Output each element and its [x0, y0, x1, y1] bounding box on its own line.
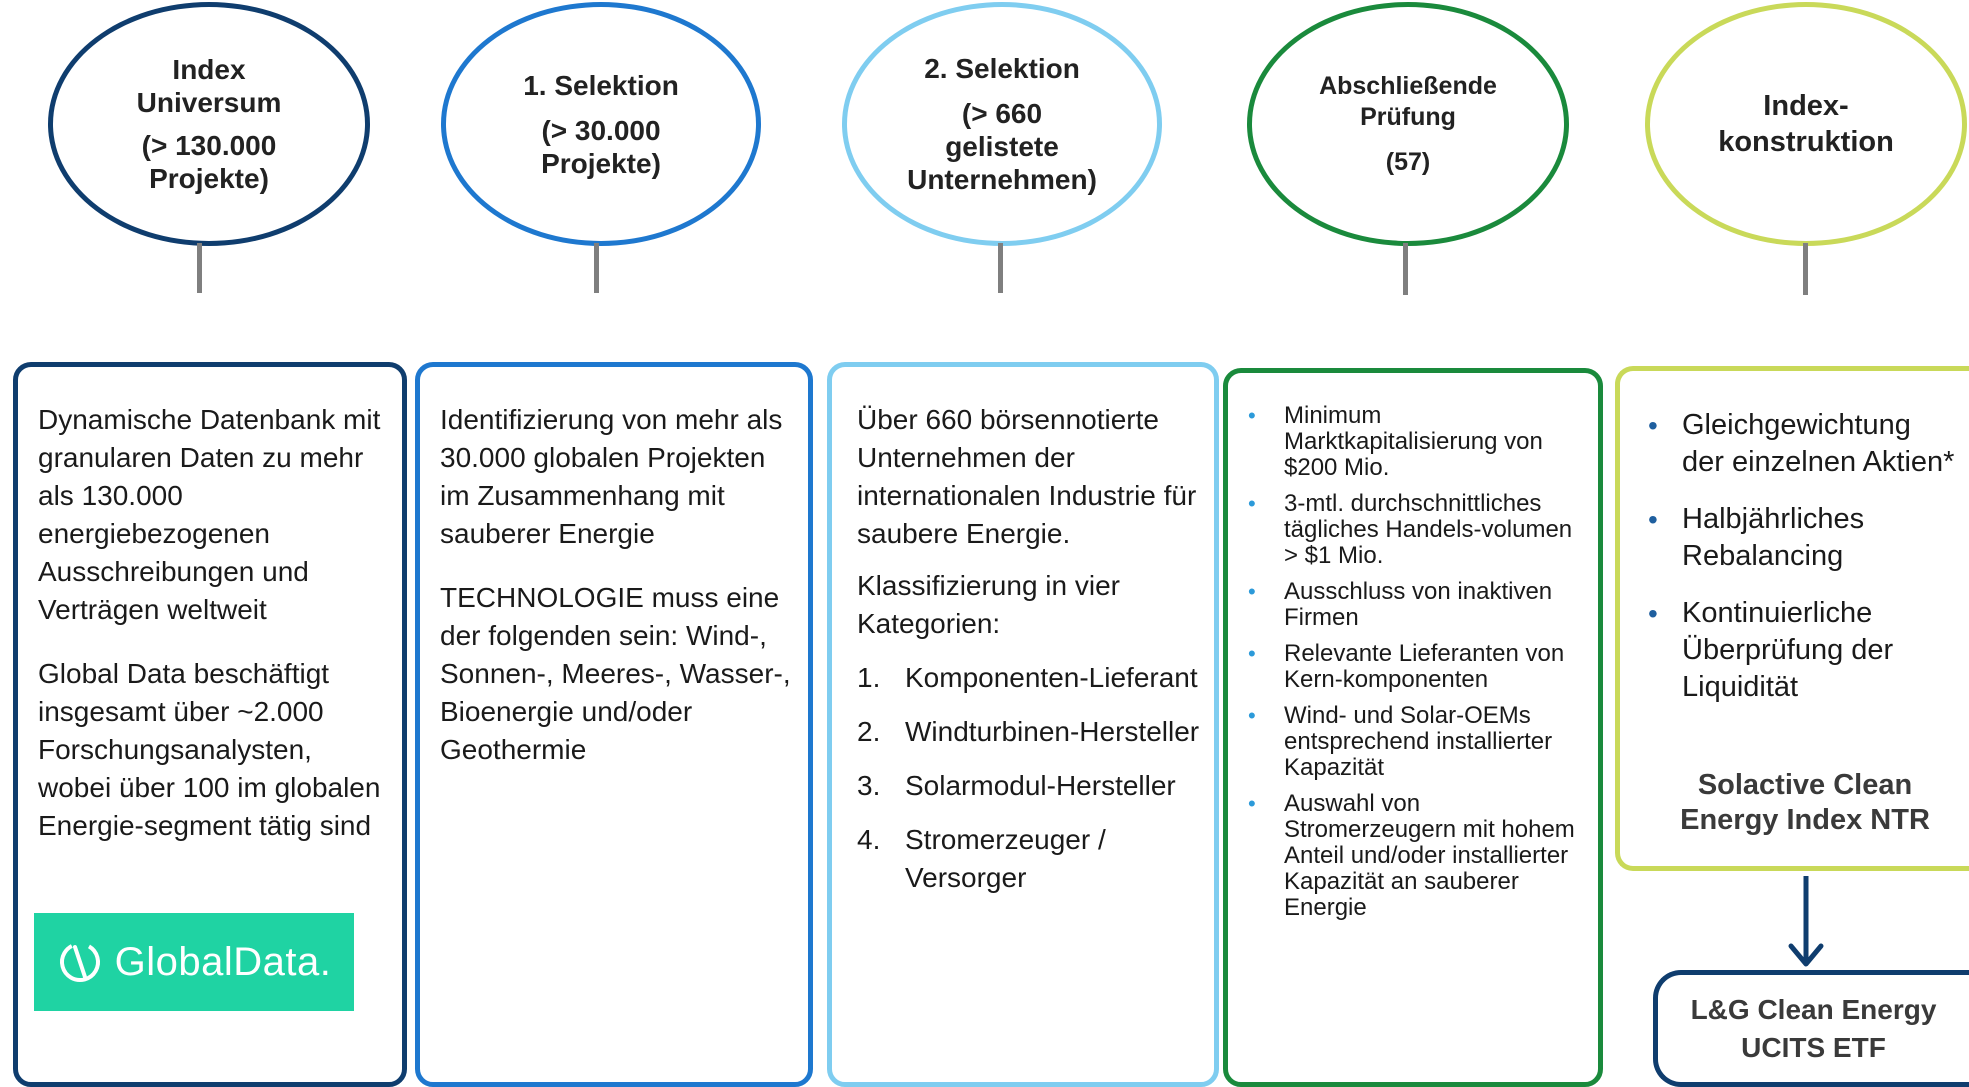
circle-label: (> 660 [961, 98, 1043, 129]
circle-label: Abschließende [1319, 71, 1497, 100]
circle-indexkonstruktion: Index- konstruktion [1645, 2, 1967, 246]
box-paragraph: TECHNOLOGIE muss eine der folgenden sein… [440, 582, 791, 765]
logo-text: GlobalData. [114, 939, 332, 984]
circle-label: 1. Selektion [523, 69, 679, 101]
box-paragraph: Über 660 börsennotierte Unternehmen der … [857, 404, 1197, 549]
circle-label: (> 130.000 [141, 130, 277, 161]
circle-label: Unternehmen) [907, 164, 1097, 195]
list-item: •Ausschluss von inaktiven Firmen [1248, 578, 1553, 631]
info-box-selektion-2: Über 660 börsennotierte Unternehmen der … [827, 362, 1219, 1087]
etf-box: L&G Clean Energy UCITS ETF [1653, 970, 1969, 1087]
list-item: 2.Windturbinen-Hersteller [857, 716, 1200, 747]
circle-label: Index- [1763, 90, 1849, 122]
list-item: •Gleichgewichtung der einzelnen Aktien* [1648, 409, 1955, 478]
circle-label: Universum [136, 87, 282, 118]
connector-line [197, 243, 202, 293]
connector-line [1403, 243, 1408, 295]
index-name: Solactive Clean Energy Index NTR [1680, 769, 1930, 836]
list-item: 4.Stromerzeuger / Versorger [857, 824, 1106, 893]
info-box-indexkonstruktion: •Gleichgewichtung der einzelnen Aktien* … [1615, 366, 1969, 871]
connector-line [998, 243, 1003, 293]
circle-selektion-2: 2. Selektion (> 660 gelistete Unternehme… [842, 2, 1162, 246]
box-paragraph: Global Data beschäftigt insgesamt über ~… [38, 658, 381, 841]
box-paragraph: Dynamische Datenbank mit granularen Date… [38, 404, 381, 625]
circle-label: (> 30.000 [541, 114, 661, 146]
circle-selektion-1: 1. Selektion (> 30.000 Projekte) [441, 2, 761, 246]
globaldata-mark-icon [59, 942, 100, 982]
list-item: 1.Komponenten-Lieferant [857, 662, 1198, 693]
circle-label: Projekte) [541, 147, 661, 179]
list-item: •Relevante Lieferanten von Kern-komponen… [1248, 640, 1565, 693]
connector-line [594, 243, 599, 293]
circle-label: Projekte) [149, 163, 269, 194]
construction-list: •Gleichgewichtung der einzelnen Aktien* … [1648, 407, 1959, 706]
globaldata-logo: GlobalData. [34, 913, 354, 1011]
box-paragraph: Identifizierung von mehr als 30.000 glob… [440, 404, 783, 549]
circle-label: 2. Selektion [924, 53, 1080, 84]
circle-abschliessende-pruefung: Abschließende Prüfung (57) [1247, 2, 1569, 246]
list-item: •Halbjährliches Rebalancing [1648, 503, 1865, 572]
info-box-selektion-1: Identifizierung von mehr als 30.000 glob… [415, 362, 813, 1087]
criteria-list: •Minimum Marktkapitalisierung von $200 M… [1248, 403, 1584, 921]
connector-line [1803, 243, 1808, 295]
list-item: •3-mtl. durchschnittliches tägliches Han… [1248, 490, 1573, 569]
info-box-abschliessende-pruefung: •Minimum Marktkapitalisierung von $200 M… [1223, 368, 1603, 1087]
list-item: •Kontinuierliche Überprüfung der Liquidi… [1648, 597, 1894, 703]
circle-label: gelistete [945, 131, 1059, 162]
category-list: 1.Komponenten-Lieferant 2.Windturbinen-H… [857, 659, 1202, 897]
arrow-down-icon [1788, 876, 1824, 967]
list-item: •Wind- und Solar-OEMs entsprechend insta… [1248, 702, 1553, 781]
circle-label: (57) [1385, 147, 1431, 176]
list-item: •Auswahl von Stromerzeugern mit hohem An… [1248, 790, 1575, 921]
box-paragraph: Klassifizierung in vier Kategorien: [857, 570, 1120, 639]
circle-index-universum: Index Universum (> 130.000 Projekte) [48, 2, 370, 246]
list-item: 3.Solarmodul-Hersteller [857, 770, 1176, 801]
circle-label: Index [172, 54, 246, 85]
circle-label: konstruktion [1718, 126, 1894, 158]
etf-name: L&G Clean Energy UCITS ETF [1690, 993, 1937, 1063]
list-item: •Minimum Marktkapitalisierung von $200 M… [1248, 402, 1543, 481]
circle-label: Prüfung [1360, 102, 1456, 131]
